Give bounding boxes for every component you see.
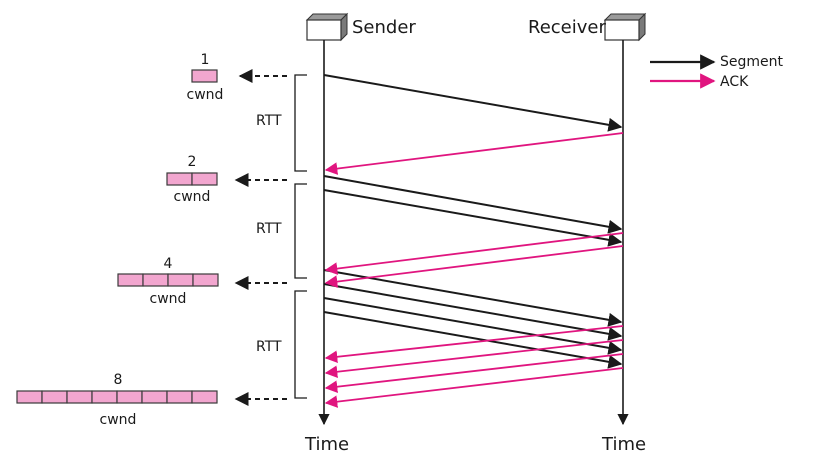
cwnd-block-2: 2 cwnd [166,154,218,205]
cwnd-label: cwnd [100,412,137,428]
cwnd-count: 8 [114,372,123,388]
ack-arrow [324,367,624,408]
legend-ack-label: ACK [720,74,749,90]
rtt-label: RTT [256,221,282,237]
cwnd-segment-cell [191,69,218,83]
segment-arrow [323,269,623,327]
rtt-bracket-3: RTT [256,290,307,399]
cwnd-count: 1 [201,52,210,68]
cwnd-label: cwnd [150,291,187,307]
segment-arrow [323,311,623,369]
cwnd-segment-cell [167,273,194,287]
ack-arrow [324,353,624,393]
ack-arrow [324,232,624,275]
cwnd-block-1: 1 cwnd [187,52,224,103]
cwnd-block-4: 4 cwnd [117,256,219,307]
cwnd-segment-cell [117,273,144,287]
ack-arrow [324,339,624,379]
rtt-label: RTT [256,339,282,355]
segment-arrow [323,74,623,132]
segment-arrow [323,189,623,247]
rtt-label: RTT [256,113,282,129]
cwnd-segment-cell [191,390,218,404]
receiver-time-label: Time [601,434,646,455]
cwnd-label: cwnd [174,189,211,205]
ack-arrow [324,325,624,364]
cwnd-label: cwnd [187,87,224,103]
legend: Segment ACK [650,54,784,90]
sender-label: Sender [352,17,416,38]
cwnd-segment-cell [142,273,169,287]
receiver-label: Receiver [528,17,606,38]
cwnd-count: 2 [188,154,197,170]
sender-host-icon [305,12,349,42]
segment-arrow [323,297,623,355]
segment-arrow [323,283,623,341]
ack-arrow [324,245,624,288]
ack-arrow [324,132,624,175]
cwnd-segment-cell [91,390,118,404]
segment-arrows [323,74,623,369]
cwnd-segment-cell [141,390,168,404]
cwnd-segment-cell [66,390,93,404]
rtt-bracket-1: RTT [256,74,307,172]
cwnd-segment-cell [166,172,193,186]
cwnd-pointer-arrows [234,69,287,406]
cwnd-segment-cell [166,390,193,404]
rtt-bracket-2: RTT [256,183,307,279]
cwnd-segment-cell [41,390,68,404]
receiver-host-icon [603,12,647,42]
ack-arrows [324,132,624,408]
cwnd-block-8: 8 cwnd [16,372,218,428]
cwnd-count: 4 [164,256,173,272]
cwnd-segment-cell [116,390,143,404]
legend-segment-label: Segment [720,54,784,70]
cwnd-segment-cell [191,172,218,186]
cwnd-segment-cell [16,390,43,404]
cwnd-segment-cell [192,273,219,287]
segment-arrow [323,175,623,234]
sender-time-label: Time [304,434,349,455]
